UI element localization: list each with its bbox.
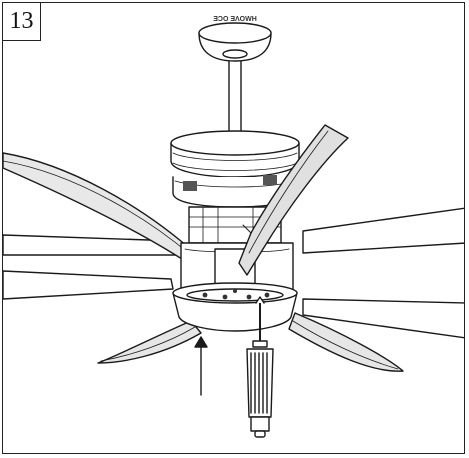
screwdriver-icon <box>246 296 274 438</box>
blade-lower-right <box>288 312 404 372</box>
blade-far-right-lower <box>302 298 464 339</box>
switch-housing <box>172 292 298 332</box>
blade-far-left-lower <box>3 270 174 300</box>
fan-assembly-illustration: ƎƆO ƎɅOWH <box>3 16 464 438</box>
step-number: 13 <box>3 3 41 41</box>
canopy-label: ƎƆO ƎɅOWH <box>213 16 257 23</box>
blade-upper-right <box>238 124 349 276</box>
blade-lower-left <box>97 320 202 364</box>
instruction-panel: 13 ƎƆO ƎɅOWH <box>2 2 465 454</box>
blade-far-right-upper <box>302 207 464 254</box>
downrod <box>228 54 242 140</box>
arrow-up-icon <box>194 336 208 396</box>
